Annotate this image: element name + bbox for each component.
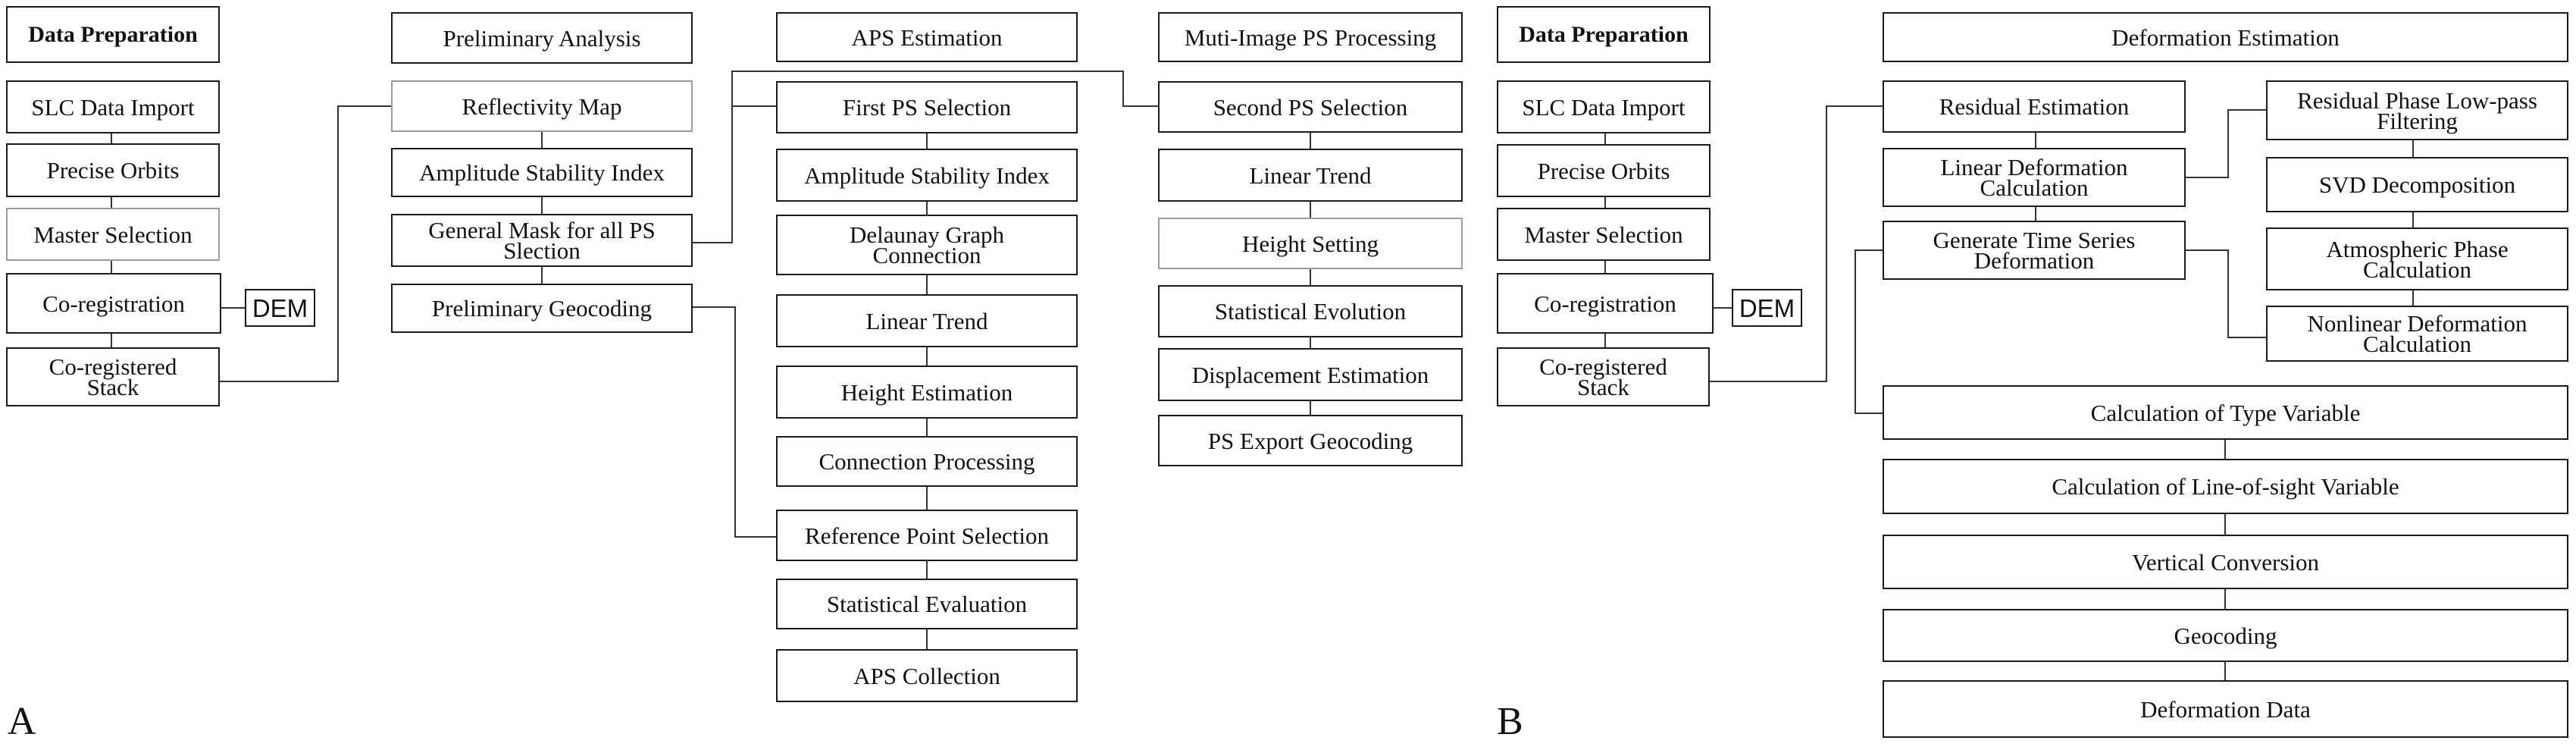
amplitude-stability-index-step: Amplitude Stability Index bbox=[391, 148, 693, 197]
master-selection-step: Master Selection bbox=[6, 208, 220, 261]
dem-input: DEM bbox=[1732, 289, 1802, 327]
precise-orbits-step: Precise Orbits bbox=[6, 143, 220, 197]
generate-time-series-deformation-step: Generate Time Series Deformation bbox=[1883, 221, 2186, 280]
connector bbox=[731, 71, 1158, 107]
statistical-evaluation-step: Statistical Evaluation bbox=[776, 579, 1078, 629]
aps-estimation-title: APS Estimation bbox=[776, 12, 1078, 62]
connector bbox=[1855, 249, 1883, 414]
vertical-conversion-step: Vertical Conversion bbox=[1883, 535, 2568, 589]
statistical-evolution-step: Statistical Evolution bbox=[1158, 285, 1463, 337]
geocoding-step: Geocoding bbox=[1883, 609, 2568, 662]
reference-point-selection-step: Reference Point Selection bbox=[776, 510, 1078, 561]
reflectivity-map-step: Reflectivity Map bbox=[391, 80, 693, 132]
linear-trend-step: Linear Trend bbox=[1158, 149, 1463, 202]
atmospheric-phase-calculation-step: Atmospheric Phase Calculation bbox=[2266, 227, 2568, 290]
delaunay-graph-connection-step: Delaunay Graph Connection bbox=[776, 215, 1078, 275]
nonlinear-deformation-calculation-step: Nonlinear Deformation Calculation bbox=[2266, 306, 2568, 362]
height-setting-step: Height Setting bbox=[1158, 218, 1463, 269]
displacement-estimation-step: Displacement Estimation bbox=[1158, 348, 1463, 401]
preliminary-analysis-title: Preliminary Analysis bbox=[391, 12, 693, 64]
general-mask-step: General Mask for all PS Slection bbox=[391, 214, 693, 267]
deformation-data-step: Deformation Data bbox=[1883, 680, 2568, 738]
connector bbox=[693, 105, 776, 243]
first-ps-selection-step: First PS Selection bbox=[776, 81, 1078, 133]
type-variable-calculation-step: Calculation of Type Variable bbox=[1883, 385, 2568, 440]
co-registration-step: Co-registration bbox=[1497, 273, 1714, 334]
dem-input: DEM bbox=[245, 289, 315, 327]
data-preparation-title: Data Preparation bbox=[1497, 6, 1711, 63]
connector bbox=[2186, 249, 2266, 338]
svd-decomposition-step: SVD Decomposition bbox=[2266, 157, 2568, 212]
data-preparation-title: Data Preparation bbox=[6, 6, 220, 63]
connection-processing-step: Connection Processing bbox=[776, 436, 1078, 487]
connector bbox=[1710, 105, 1883, 382]
co-registered-stack-step: Co-registered Stack bbox=[6, 347, 220, 406]
ps-export-geocoding-step: PS Export Geocoding bbox=[1158, 415, 1463, 466]
linear-deformation-calculation-step: Linear Deformation Calculation bbox=[1883, 148, 2186, 207]
residual-phase-filtering-step: Residual Phase Low-pass Filtering bbox=[2266, 80, 2568, 140]
co-registration-step: Co-registration bbox=[6, 273, 221, 334]
connector bbox=[220, 105, 393, 382]
deformation-estimation-title: Deformation Estimation bbox=[1883, 12, 2568, 62]
line-of-sight-variable-calculation-step: Calculation of Line-of-sight Variable bbox=[1883, 459, 2568, 514]
connector bbox=[2186, 109, 2266, 178]
co-registered-stack-step: Co-registered Stack bbox=[1497, 347, 1710, 406]
height-estimation-step: Height Estimation bbox=[776, 366, 1078, 419]
amplitude-stability-index-step: Amplitude Stability Index bbox=[776, 149, 1078, 202]
linear-trend-step: Linear Trend bbox=[776, 294, 1078, 347]
panel-a-label: A bbox=[8, 700, 36, 743]
slc-data-import-step: SLC Data Import bbox=[1497, 80, 1711, 133]
panel-b-label: B bbox=[1497, 700, 1523, 743]
master-selection-step: Master Selection bbox=[1497, 208, 1711, 261]
second-ps-selection-step: Second PS Selection bbox=[1158, 81, 1463, 133]
residual-estimation-step: Residual Estimation bbox=[1883, 80, 2186, 133]
precise-orbits-step: Precise Orbits bbox=[1497, 144, 1711, 197]
preliminary-geocoding-step: Preliminary Geocoding bbox=[391, 284, 693, 333]
slc-data-import-step: SLC Data Import bbox=[6, 80, 220, 133]
multi-image-ps-processing-title: Muti-Image PS Processing bbox=[1158, 12, 1463, 62]
aps-collection-step: APS Collection bbox=[776, 649, 1078, 702]
connector bbox=[693, 306, 776, 538]
